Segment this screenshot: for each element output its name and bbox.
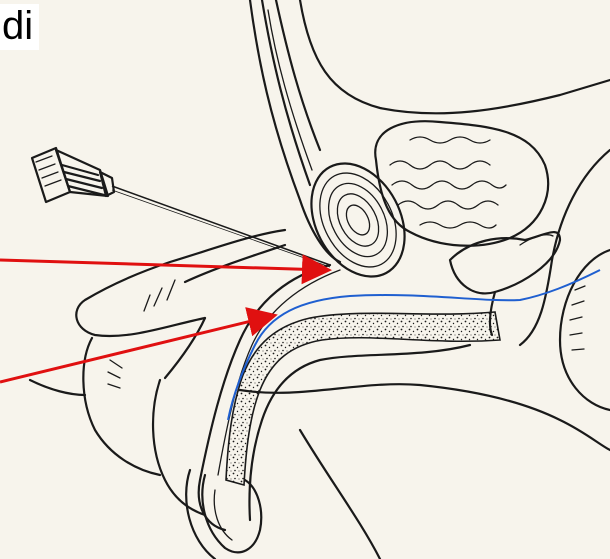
needle-syringe-icon bbox=[32, 148, 330, 267]
scrotum-and-thigh bbox=[240, 150, 610, 559]
abdominal-wall bbox=[250, 0, 610, 262]
bladder bbox=[375, 121, 548, 245]
corpus-spongiosum bbox=[226, 312, 500, 485]
arrow-icon bbox=[0, 260, 326, 382]
